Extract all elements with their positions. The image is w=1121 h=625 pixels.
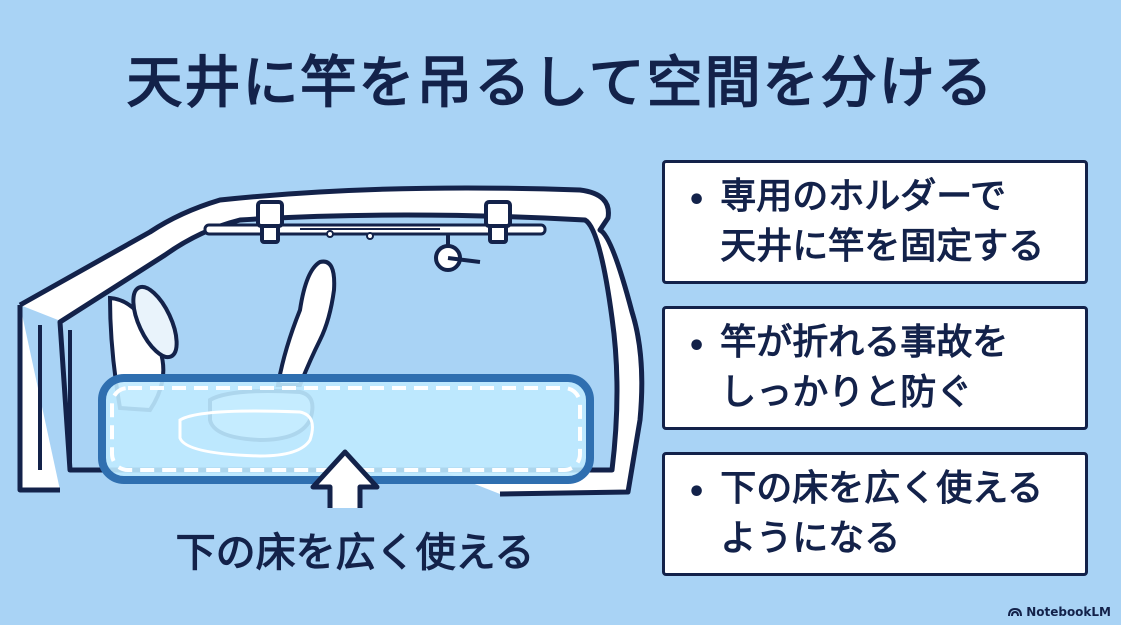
rod-holder-icon xyxy=(256,200,284,244)
card-line: 下の床を広く使える xyxy=(720,468,1044,509)
card-line: しっかりと防ぐ xyxy=(720,372,973,413)
brand-watermark: NotebookLM xyxy=(1008,605,1111,619)
info-card: • 竿が折れる事故を しっかりと防ぐ xyxy=(662,306,1088,430)
bullet: • xyxy=(687,183,707,218)
bullet: • xyxy=(687,475,707,510)
rod-holder-icon xyxy=(484,200,512,244)
brand-label: NotebookLM xyxy=(1026,605,1111,619)
card-line: 専用のホルダーで xyxy=(720,176,1007,217)
page-title: 天井に竿を吊るして空間を分ける xyxy=(126,51,995,116)
bullet: • xyxy=(687,329,707,364)
car-illustration xyxy=(17,185,645,508)
up-arrow-icon xyxy=(310,449,380,508)
fishing-rod-icon xyxy=(203,223,547,272)
card-line: 天井に竿を固定する xyxy=(720,226,1045,267)
card-line: ようになる xyxy=(720,518,901,559)
info-card: • 下の床を広く使える ようになる xyxy=(662,452,1088,576)
notebooklm-logo-icon xyxy=(1008,607,1023,617)
info-card: • 専用のホルダーで 天井に竿を固定する xyxy=(662,160,1088,284)
floor-caption: 下の床を広く使える xyxy=(175,530,535,576)
card-line: 竿が折れる事故を xyxy=(720,322,1009,363)
